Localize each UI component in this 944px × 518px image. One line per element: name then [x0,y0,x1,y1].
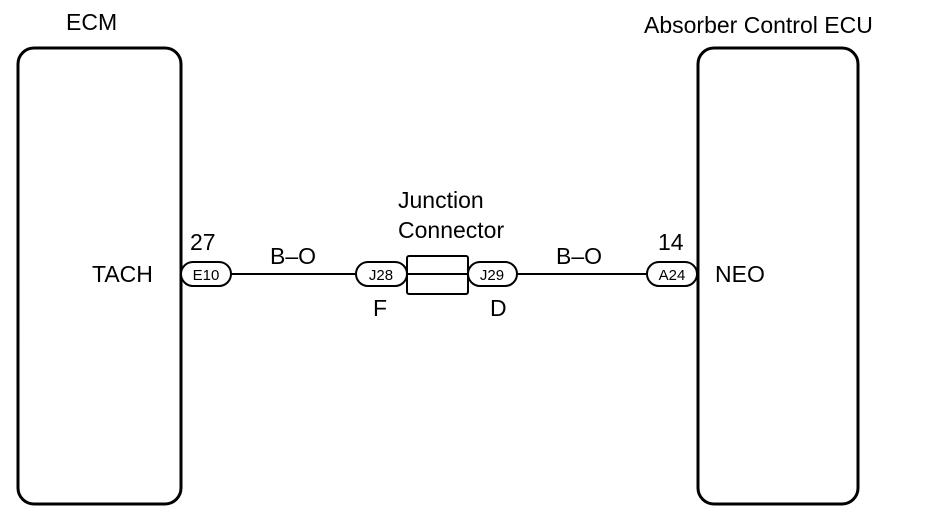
absorber-ecu-title: Absorber Control ECU [644,12,873,38]
absorber-ecu-terminal-label: NEO [715,261,765,287]
junction-title-line1: Junction [398,187,484,213]
junction-right-connector-shape [467,261,518,287]
ecm-connector: 27 E10 [180,229,232,287]
junction-title-line2: Connector [398,217,504,243]
ecm-unit: ECM TACH [16,9,183,506]
absorber-ecu-box [696,46,860,506]
ecm-connector-shape [180,261,232,287]
absorber-ecu-connector-code: A24 [659,267,686,284]
absorber-ecu-pin-number: 14 [658,229,684,255]
absorber-ecu-connector-shape [646,261,698,287]
junction-connector: Junction Connector J28 F J29 D [355,187,518,321]
absorber-ecu-unit: Absorber Control ECU NEO [644,12,873,506]
junction-left-connector-shape [355,261,408,287]
ecm-connector-code: E10 [193,267,220,284]
ecm-terminal-label: TACH [92,261,153,287]
absorber-ecu-connector: 14 A24 [646,229,698,287]
junction-left-terminal: F [373,295,387,321]
junction-left-connector-code: J28 [369,267,393,284]
wire-right-color-code: B–O [556,243,602,269]
junction-right-terminal: D [490,295,507,321]
ecm-pin-number: 27 [190,229,216,255]
ecm-title: ECM [66,9,117,35]
junction-right-connector-code: J29 [480,267,504,284]
wire-left-color-code: B–O [270,243,316,269]
